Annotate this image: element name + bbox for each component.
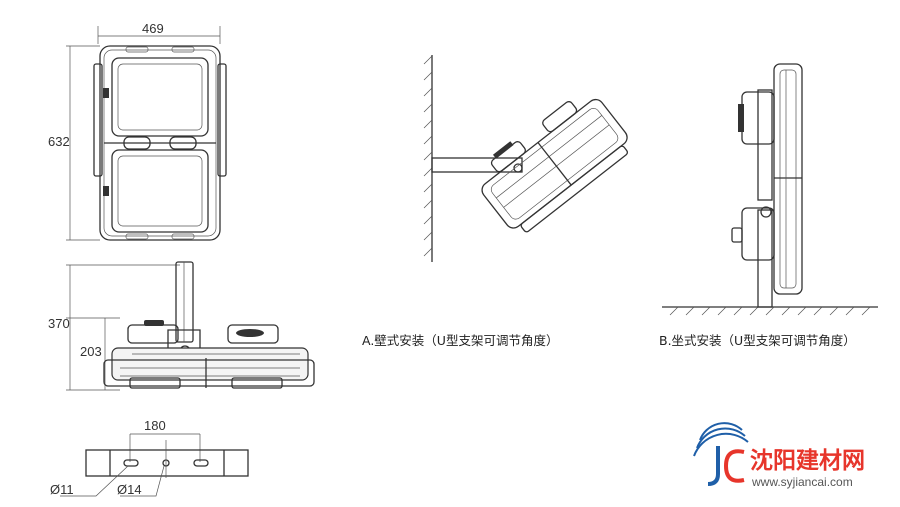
wall-mount-view: A.壁式安装（U型支架可调节角度） <box>362 55 629 348</box>
caption-wall-mount: A.壁式安装（U型支架可调节角度） <box>362 333 558 348</box>
dim-height-203: 203 <box>80 344 102 359</box>
bracket-plan: 180 Ø11 Ø14 <box>50 418 249 497</box>
watermark-logo: 沈阳建材网 www.syjiancai.com <box>693 422 865 489</box>
watermark-url: www.syjiancai.com <box>751 475 853 489</box>
dim-hole-11: Ø11 <box>50 482 74 497</box>
dim-height-370: 370 <box>48 316 70 331</box>
side-view: 370 203 <box>48 261 315 391</box>
dim-spacing-180: 180 <box>144 418 166 433</box>
front-view: 469 632 <box>48 21 227 241</box>
dim-height-632: 632 <box>48 134 70 149</box>
jc-logo-icon <box>693 422 749 486</box>
caption-floor-mount: B.坐式安装（U型支架可调节角度） <box>659 333 856 348</box>
watermark-name: 沈阳建材网 <box>750 448 865 474</box>
dim-hole-14: Ø14 <box>117 482 142 497</box>
floor-mount-view: B.坐式安装（U型支架可调节角度） <box>659 63 878 348</box>
dim-width-469: 469 <box>142 21 164 36</box>
